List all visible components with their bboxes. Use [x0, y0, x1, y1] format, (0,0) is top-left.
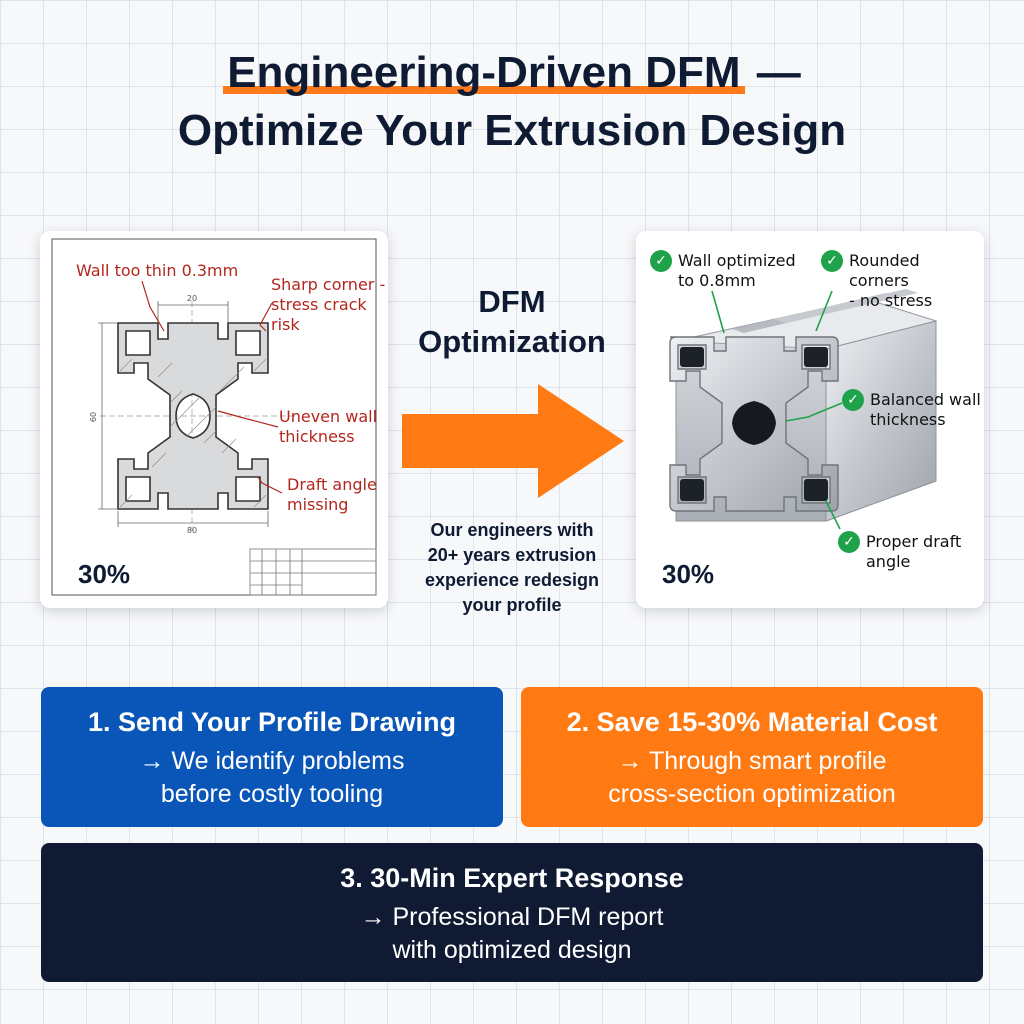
- title-line2: Optimize Your Extrusion Design: [177, 106, 847, 155]
- profile-cross-section: [117, 322, 269, 510]
- dimension-lines: [98, 301, 269, 527]
- problem-leader-lines: [141, 280, 283, 494]
- ann-line2: angle: [866, 552, 911, 571]
- engineers-description: Our engineers with 20+ years extrusion e…: [398, 518, 626, 618]
- heading-line2: Optimization: [418, 324, 606, 359]
- check-circle-icon: ✓: [838, 531, 860, 553]
- step-line: cross-section optimization: [608, 780, 896, 808]
- step-line: → We identify problems: [139, 747, 405, 775]
- check-circle-icon: ✓: [842, 389, 864, 411]
- step-heading: 3. 30-Min Expert Response: [340, 863, 684, 893]
- step-heading: 1. Send Your Profile Drawing: [87, 707, 457, 737]
- dim-bottom-label: 80: [187, 526, 197, 535]
- arrow-right-icon: [402, 384, 624, 498]
- dim-top-label: 20: [187, 294, 197, 303]
- center-bore: [732, 401, 776, 445]
- before-drawing-card: 20 80 60 Wall too thin 0.3mm Sharp corne…: [40, 231, 388, 608]
- desc-line: 20+ years extrusion: [427, 545, 597, 565]
- page-title: Engineering-Driven DFM — Optimize Your E…: [0, 44, 1024, 160]
- annotation-thin-wall: Wall too thin 0.3mm: [76, 261, 239, 280]
- ann-line2: - no stress: [849, 291, 933, 310]
- step-line: → Through smart profile: [617, 747, 887, 775]
- title-line1-rest: —: [744, 48, 801, 97]
- desc-line: your profile: [462, 595, 562, 615]
- ann-line2: thickness: [870, 410, 946, 429]
- technical-drawing: 20 80 60: [51, 238, 377, 596]
- improvement-leader-lines: [711, 290, 843, 530]
- before-percent: 30%: [78, 559, 131, 589]
- annotation-draft-angle: Draft angle: [287, 475, 377, 494]
- step-save-material: 2. Save 15-30% Material Cost → Through s…: [521, 687, 983, 827]
- extrusion-render: [669, 289, 938, 530]
- step-line: before costly tooling: [160, 780, 384, 808]
- check-circle-icon: ✓: [650, 250, 672, 272]
- step-send-drawing: 1. Send Your Profile Drawing → We identi…: [41, 687, 503, 827]
- section-hatching: [119, 358, 267, 508]
- heading-line1: DFM: [478, 284, 546, 319]
- step-expert-response: 3. 30-Min Expert Response → Professional…: [41, 843, 983, 982]
- title-highlight: Engineering-Driven DFM: [223, 48, 745, 97]
- after-percent: 30%: [662, 559, 715, 589]
- ann-line2: to 0.8mm: [678, 271, 756, 290]
- ann-line1: Rounded corners: [849, 251, 920, 290]
- desc-line: experience redesign: [424, 570, 600, 590]
- front-cross-section: [669, 336, 839, 512]
- title-block: [249, 548, 377, 596]
- annotation-sharp-corner: Sharp corner -: [271, 275, 386, 294]
- ann-line1: Wall optimized: [678, 251, 796, 270]
- dim-side-label: 60: [89, 412, 98, 422]
- check-circle-icon: ✓: [821, 250, 843, 272]
- annotation-rounded-corners: ✓ Rounded corners- no stress: [821, 250, 984, 311]
- ann-line1: Balanced wall: [870, 390, 981, 409]
- annotation-sharp-corner-2: stress crack risk: [271, 295, 367, 334]
- annotation-draft-angle-2: missing: [287, 495, 349, 514]
- step-line: with optimized design: [392, 936, 632, 964]
- annotation-uneven-wall: Uneven wall: [279, 407, 378, 426]
- dfm-optimization-heading: DFM Optimization: [398, 282, 626, 362]
- desc-line: Our engineers with: [430, 520, 594, 540]
- step-line: → Professional DFM report: [360, 903, 664, 931]
- annotation-uneven-wall-2: thickness: [279, 427, 355, 446]
- ann-line1: Proper draft: [866, 532, 962, 551]
- step-heading: 2. Save 15-30% Material Cost: [566, 707, 938, 737]
